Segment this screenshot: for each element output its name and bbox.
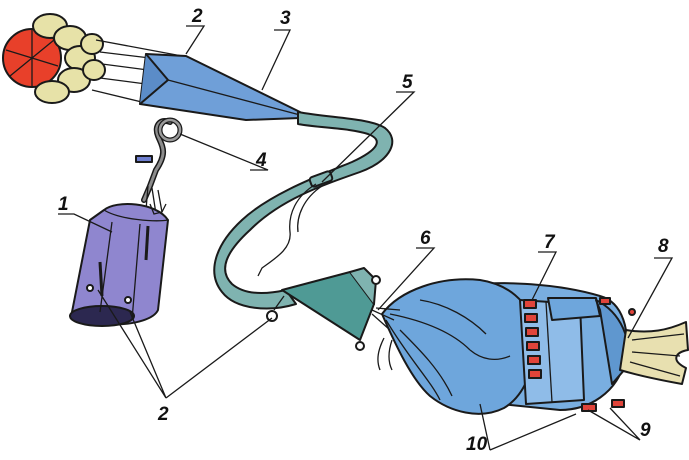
label-10: 10 <box>466 434 488 455</box>
pilot-chute-lines <box>91 39 183 105</box>
label-7: 7 <box>544 232 556 253</box>
leader-lines <box>58 25 674 451</box>
label-6: 6 <box>420 228 431 249</box>
label-2-top: 2 <box>191 6 203 27</box>
label-9: 9 <box>640 420 651 441</box>
stow-loops <box>523 299 542 379</box>
label-5: 5 <box>402 72 413 93</box>
link-triangle <box>266 267 381 351</box>
hook <box>135 117 183 215</box>
labels: 1 2 3 4 5 6 7 8 2 9 10 <box>58 6 669 455</box>
label-2-bottom: 2 <box>157 404 169 425</box>
label-3: 3 <box>280 8 291 29</box>
label-8: 8 <box>658 236 669 257</box>
label-4: 4 <box>255 150 267 171</box>
label-1: 1 <box>58 194 69 215</box>
deployment-bag <box>69 203 169 327</box>
canopy-tail <box>619 308 689 385</box>
connecting-strap <box>213 111 394 310</box>
bridle-cone <box>139 53 301 121</box>
main-pack <box>371 278 630 415</box>
pilot-chute-canopy <box>2 13 106 104</box>
